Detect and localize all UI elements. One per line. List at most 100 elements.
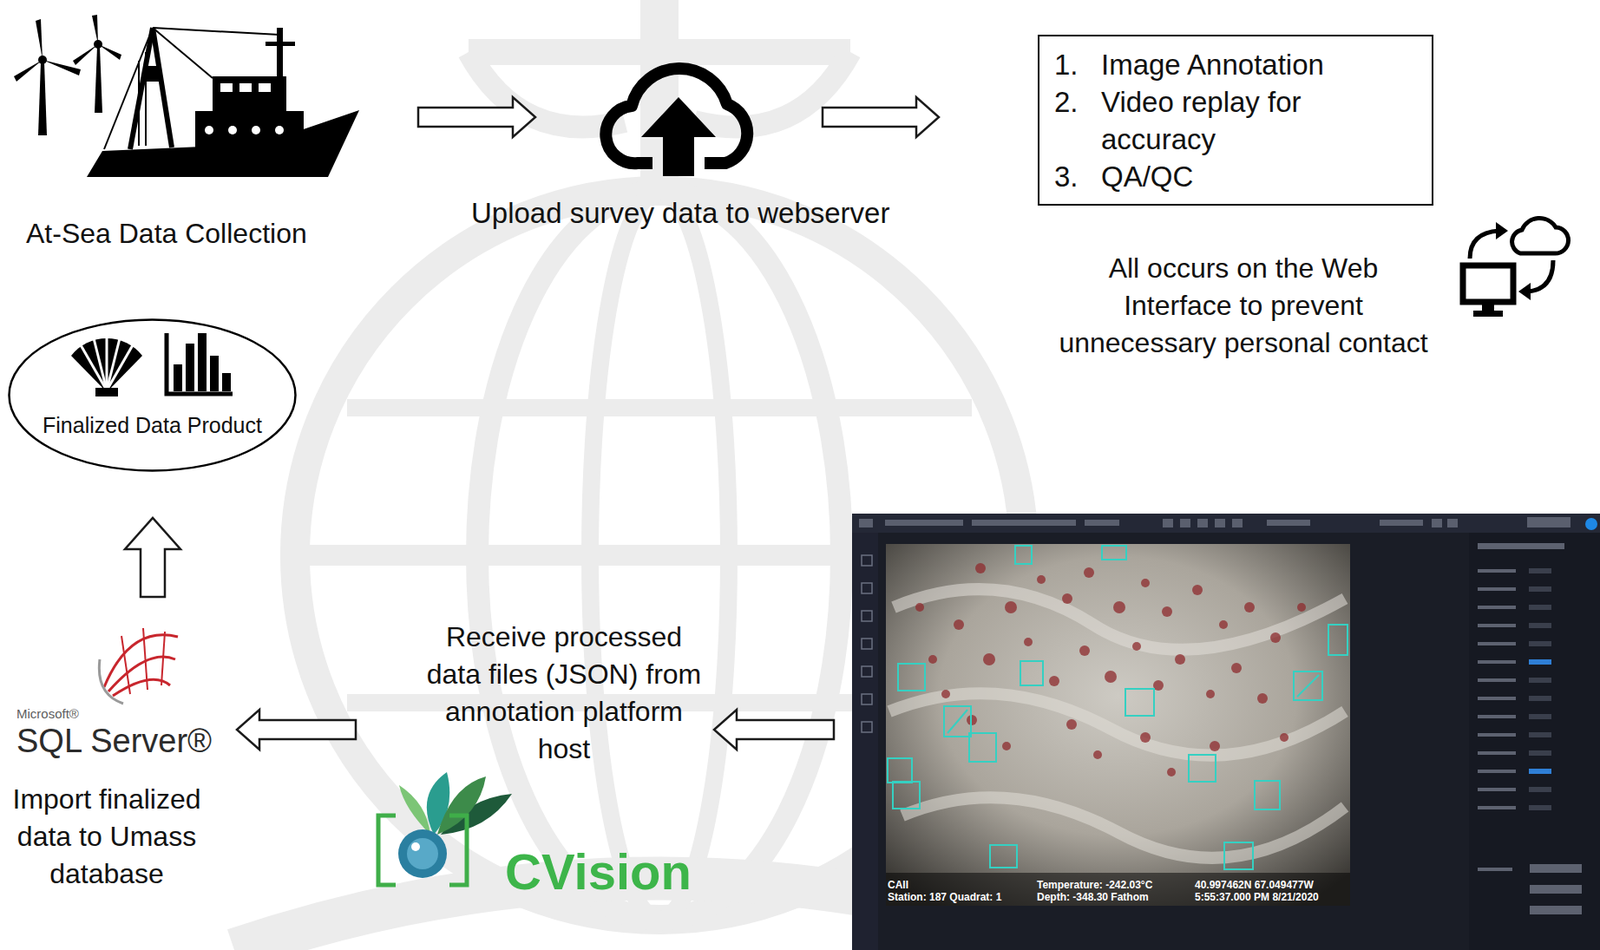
- block-arrow: [418, 97, 536, 138]
- app-side-panel: [1468, 532, 1600, 950]
- red-dot: [1104, 670, 1117, 683]
- annotation-box: [1328, 624, 1348, 656]
- step-text: Receive processed data files (JSON) from…: [420, 618, 708, 768]
- red-dot: [1004, 601, 1017, 614]
- red-dot: [928, 655, 938, 664]
- red-dot: [1161, 606, 1173, 617]
- list-number: 2.: [1054, 83, 1102, 158]
- scallop-rib: [106, 343, 134, 391]
- task-list-box: 1.Image Annotation2.Video replay for acc…: [1037, 34, 1434, 206]
- monitor-neck: [1481, 302, 1495, 312]
- red-dot: [1036, 575, 1046, 584]
- annotation-box: [1293, 671, 1323, 701]
- red-dot: [1192, 584, 1203, 596]
- chart-axes: [166, 333, 233, 394]
- list-item: Video replay for accuracy: [1101, 83, 1362, 158]
- scallop-rib: [92, 334, 107, 391]
- annotation-box: [892, 781, 920, 809]
- sediment-ripple: [893, 589, 1345, 650]
- ellipse-label: Finalized Data Product: [7, 412, 297, 439]
- annotation-box: [1101, 545, 1127, 560]
- output-ellipse: Finalized Data Product: [7, 318, 297, 473]
- sediment-ripple: [889, 693, 1345, 755]
- block-arrow: [822, 97, 939, 138]
- sediment-texture: [889, 589, 1345, 859]
- list-number: 1.: [1054, 45, 1102, 84]
- wind-turbines: [13, 14, 122, 136]
- block-arrow: [124, 518, 181, 597]
- rigging-line: [152, 27, 280, 35]
- logo-leaf: [399, 785, 431, 835]
- logo-strut: [121, 636, 131, 695]
- processing-step-node: Receive processed data files (JSON) from…: [420, 618, 708, 768]
- mast-crossbar: [265, 41, 296, 46]
- red-dot: [1244, 602, 1255, 613]
- rigging-line: [104, 27, 153, 150]
- red-dot: [1062, 593, 1073, 604]
- chart-bar: [185, 343, 195, 392]
- app-tool-strip: [852, 532, 879, 950]
- panel-toggles: [1528, 568, 1552, 811]
- annotation-box: [898, 663, 925, 691]
- porthole: [251, 125, 261, 135]
- turbine-blade: [35, 19, 43, 60]
- logo-strut: [161, 631, 165, 686]
- annotation-box: [990, 845, 1017, 868]
- app-user-badge: [1585, 518, 1598, 531]
- turbine-blade: [98, 44, 122, 60]
- scallop-rib: [79, 343, 107, 391]
- logo-swoosh: [98, 659, 124, 704]
- logo-lens-inner: [406, 838, 439, 870]
- hanging-gear: [144, 65, 160, 82]
- red-dot: [1206, 689, 1215, 699]
- chart-bar: [222, 373, 231, 392]
- annotation-line: [1297, 675, 1319, 697]
- annotation-box: [944, 706, 971, 737]
- annotation-box: [1254, 780, 1280, 810]
- red-dot: [1257, 693, 1268, 704]
- bar-chart-icon: [166, 333, 233, 394]
- overlay-text: Depth: -348.30 Fathom: [1036, 891, 1149, 904]
- app-top-bar: [852, 513, 1600, 533]
- red-dot: [1083, 567, 1095, 578]
- sync-arrowhead: [1495, 222, 1509, 240]
- sync-arrow-line: [1469, 230, 1500, 259]
- vessel-icon: [86, 27, 360, 178]
- overlay-text: 40.997462N 67.049477W: [1194, 878, 1314, 892]
- sql-server-logo: [98, 628, 178, 704]
- bridge-window: [239, 83, 252, 92]
- watermark-latitude: [347, 399, 972, 417]
- annotation-box: [1015, 545, 1032, 564]
- app-toolbar-items: [859, 517, 1571, 528]
- list-number: 3.: [1054, 157, 1102, 196]
- red-dot: [975, 563, 986, 574]
- overlay-text: Station: 187 Quadrat: 1: [887, 891, 1002, 904]
- node-caption: Upload survey data to webserver: [471, 196, 890, 231]
- logo-wordmark: SQL Server®: [16, 721, 213, 761]
- vessel-rigging: [104, 27, 280, 150]
- red-dot: [1231, 662, 1242, 674]
- panel-rows: [1477, 543, 1582, 915]
- scallop-icon: [71, 332, 143, 397]
- red-dot: [1079, 645, 1090, 656]
- annotation-box: [1224, 842, 1253, 870]
- annotation-box: [887, 758, 912, 783]
- annotation-boxes: [887, 545, 1348, 870]
- porthole: [228, 125, 237, 135]
- sea-star-dots: [915, 563, 1306, 777]
- bridge-window: [220, 83, 233, 92]
- red-dot: [1270, 632, 1281, 643]
- app-tool-icons: [861, 555, 873, 733]
- red-dot: [1140, 732, 1151, 743]
- red-dot: [1093, 750, 1102, 760]
- ellipse-outline: [7, 318, 297, 473]
- red-dot: [1297, 603, 1306, 612]
- panel-toggles-on: [1528, 659, 1552, 774]
- chart-bar: [173, 364, 183, 392]
- red-dot: [953, 619, 964, 630]
- collection-icon-node: At-Sea Data Collection: [15, 15, 360, 179]
- a-frame-leg: [130, 27, 153, 150]
- block-arrow: [236, 709, 356, 750]
- red-dot: [1167, 767, 1176, 777]
- sync-cloud: [1512, 218, 1569, 254]
